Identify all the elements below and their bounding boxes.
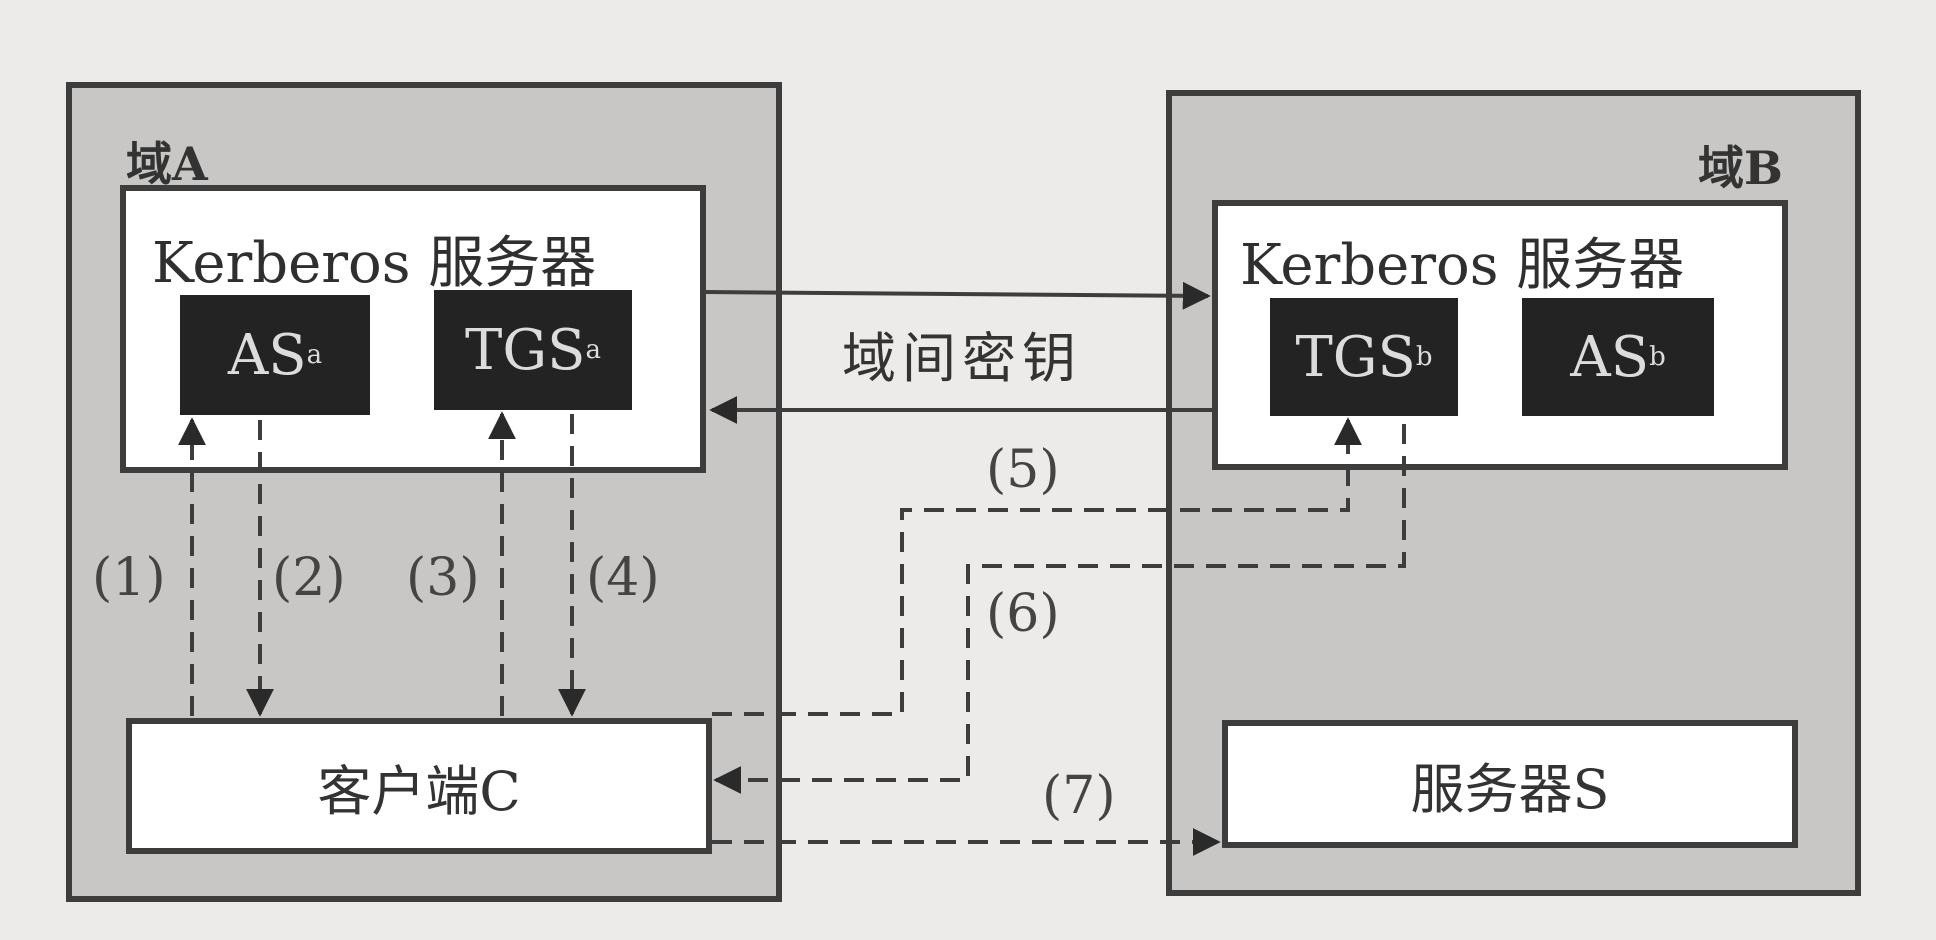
step-7-label: (7): [1042, 766, 1116, 826]
step-4-label: (4): [586, 548, 660, 608]
step-2-label: (2): [272, 548, 346, 608]
inter-realm-key-label: 域间密钥: [842, 326, 1082, 390]
inter-realm-arrow-a-to-b: [705, 281, 1211, 310]
as-a-subscript: a: [306, 340, 323, 370]
client-c-label: 客户端C: [317, 759, 521, 823]
as-b-label: AS: [1570, 324, 1650, 390]
as-b-subscript: b: [1649, 342, 1666, 372]
step-3-label: (3): [406, 548, 480, 608]
server-s-label: 服务器S: [1410, 757, 1610, 821]
tgs-a-subscript: a: [585, 335, 601, 365]
tgs-b-label: TGS: [1295, 324, 1416, 390]
tgs-b-subscript: b: [1415, 342, 1433, 372]
step-5-label: (5): [986, 440, 1060, 500]
step-6-label: (6): [986, 584, 1060, 644]
step-6-arrow: [713, 424, 1406, 794]
step-5-arrow: [712, 417, 1362, 716]
as-a-label: AS: [227, 322, 307, 388]
tgs-a-label: TGS: [465, 317, 586, 383]
realm-b-label: 域B: [1698, 141, 1783, 195]
realm-a-label: 域A: [126, 137, 208, 191]
step-1-label: (1): [92, 548, 166, 608]
server-s-box: 服务器S: [1222, 720, 1798, 848]
kerberos-server-b-title: Kerberos 服务器: [1240, 233, 1685, 298]
kerberos-server-a-title: Kerberos 服务器: [152, 231, 597, 296]
client-c-box: 客户端C: [126, 718, 712, 854]
